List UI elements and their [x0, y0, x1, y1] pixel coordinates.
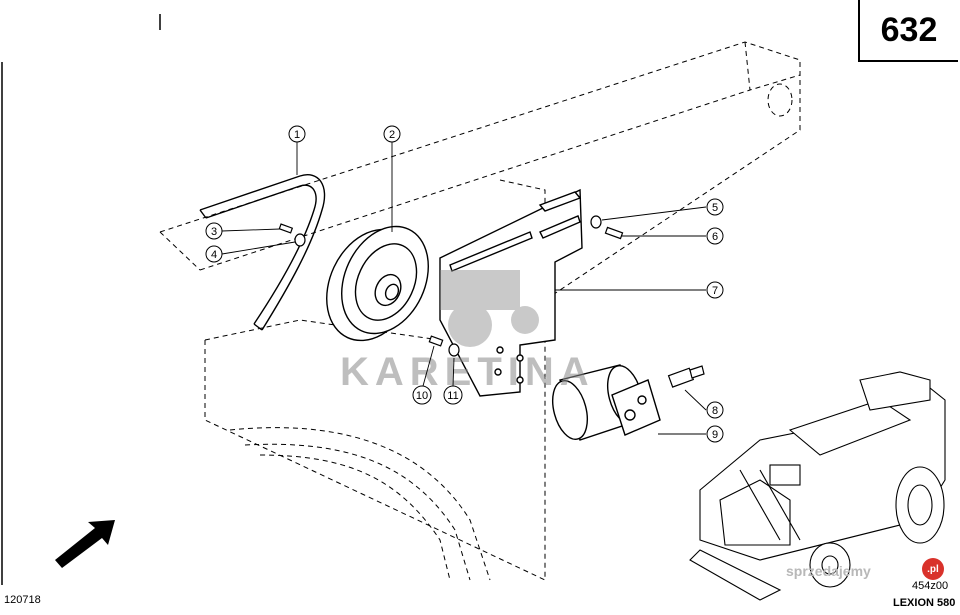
callout-9: 9 [706, 425, 724, 443]
fitting [667, 365, 705, 388]
callout-label: 1 [294, 129, 300, 141]
callout-6: 6 [706, 227, 724, 245]
washer-11 [448, 343, 460, 357]
callout-label: 5 [712, 202, 718, 214]
callout-3: 3 [205, 222, 223, 240]
washer-5 [590, 215, 602, 229]
callout-4: 4 [205, 245, 223, 263]
callout-1: 1 [288, 125, 306, 143]
callout-label: 4 [211, 249, 217, 261]
belt [199, 174, 326, 331]
leader-lines [221, 142, 707, 435]
washer-4 [294, 233, 306, 247]
bolt-6 [604, 226, 624, 240]
frame-beam-dashed [159, 41, 801, 581]
callout-label: 6 [712, 231, 718, 243]
bracket-plate [439, 188, 583, 397]
model-name: LEXION 580 [893, 597, 956, 609]
site-badge-pl: .pl [922, 558, 944, 580]
combine-harvester-illustration [689, 371, 946, 601]
hydraulic-motor [552, 364, 661, 441]
callout-8: 8 [706, 401, 724, 419]
page-number-box: 632 [858, 0, 958, 62]
callout-5: 5 [706, 198, 724, 216]
callout-label: 9 [712, 429, 718, 441]
pulley [326, 225, 429, 342]
bolt-10 [428, 335, 444, 347]
page-number: 632 [880, 10, 938, 49]
callout-11: 11 [443, 385, 463, 405]
callout-label: 7 [712, 285, 718, 297]
callout-2: 2 [383, 125, 401, 143]
figure-id: 454z00 [912, 580, 949, 592]
callout-label: 11 [447, 390, 458, 402]
bolt-3 [278, 223, 294, 234]
callout-label: 10 [416, 390, 428, 402]
watermark-text: KARETINA [340, 350, 595, 394]
callout-10: 10 [412, 385, 432, 405]
callout-label: 8 [712, 405, 718, 417]
site-badge: sprzedajemy [786, 563, 871, 579]
drawing-code: 120718 [4, 594, 41, 606]
direction-arrow [55, 520, 115, 568]
callout-7: 7 [706, 281, 724, 299]
callout-label: 2 [389, 129, 395, 141]
watermark-tractor-icon [440, 270, 539, 347]
callout-label: 3 [211, 226, 217, 238]
